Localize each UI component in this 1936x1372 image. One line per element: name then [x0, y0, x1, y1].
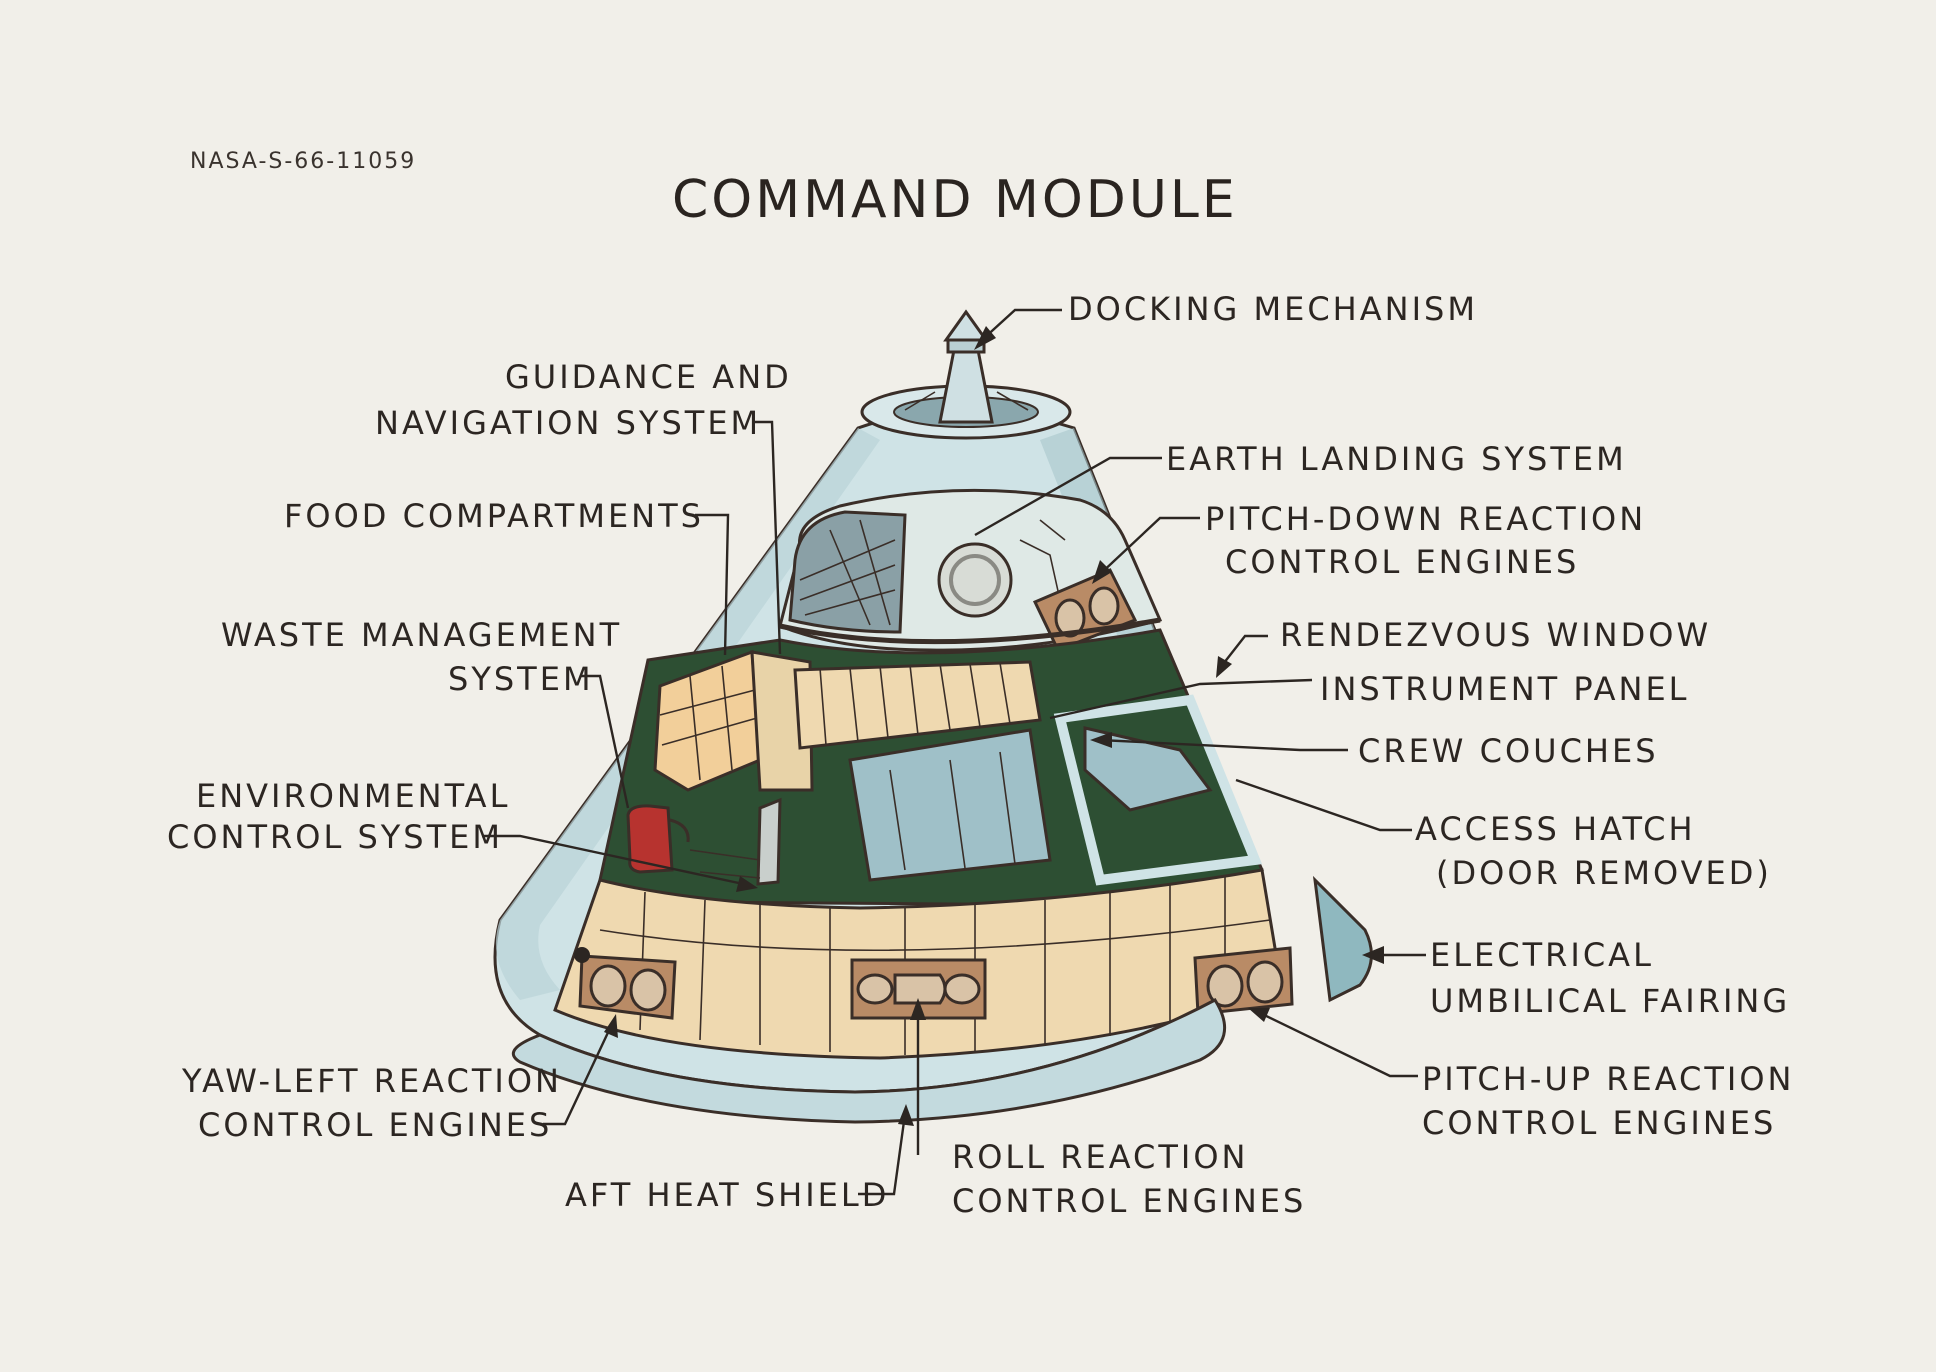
label-guidance-line2: NAVIGATION SYSTEM [375, 404, 761, 442]
label-access-hatch-line2: (DOOR REMOVED) [1436, 854, 1772, 892]
label-electrical-line1: ELECTRICAL [1430, 936, 1654, 974]
aft-heat-shield-shape [511, 998, 1227, 1124]
label-aft-heat-shield: AFT HEAT SHIELD [565, 1176, 889, 1214]
label-electrical-line2: UMBILICAL FAIRING [1430, 982, 1790, 1020]
label-docking-mechanism: DOCKING MECHANISM [1068, 290, 1478, 328]
roll-engine-housing [850, 958, 987, 1020]
label-food-compartments: FOOD COMPARTMENTS [284, 497, 704, 535]
label-guidance-line1: GUIDANCE AND [505, 358, 792, 396]
label-roll-line1: ROLL REACTION [952, 1138, 1248, 1176]
command-module-illustration [493, 309, 1373, 1124]
cm-hull-shade-left [495, 428, 880, 1000]
label-earth-landing-system: EARTH LANDING SYSTEM [1166, 440, 1627, 478]
pitch-up-engine-housing [1193, 946, 1294, 1016]
label-environmental-line1: ENVIRONMENTAL [196, 777, 510, 815]
label-pitch-down-line1: PITCH-DOWN REACTION [1205, 500, 1646, 538]
access-hatch-opening [1053, 694, 1263, 886]
label-pitch-down-line2: CONTROL ENGINES [1225, 543, 1579, 581]
umbilical-fairing-shape [1312, 875, 1373, 1003]
label-yaw-left-line2: CONTROL ENGINES [198, 1106, 552, 1144]
label-instrument-panel: INSTRUMENT PANEL [1320, 670, 1690, 708]
label-crew-couches: CREW COUCHES [1358, 732, 1659, 770]
label-rendezvous-window: RENDEZVOUS WINDOW [1280, 616, 1711, 654]
label-roll-line2: CONTROL ENGINES [952, 1182, 1306, 1220]
label-pitch-up-line1: PITCH-UP REACTION [1422, 1060, 1794, 1098]
label-access-hatch-line1: ACCESS HATCH [1415, 810, 1696, 848]
label-pitch-up-line2: CONTROL ENGINES [1422, 1104, 1776, 1142]
yaw-left-engine-housing [578, 954, 677, 1020]
ecs-equipment [626, 797, 782, 886]
label-yaw-left-line1: YAW-LEFT REACTION [181, 1062, 562, 1100]
crew-couches-shape [848, 726, 1213, 882]
label-environmental-line2: CONTROL SYSTEM [167, 818, 503, 856]
pitch-down-engine-housing [1032, 568, 1138, 652]
leader-lines [482, 308, 1426, 1196]
callout-labels: DOCKING MECHANISM GUIDANCE AND NAVIGATIO… [167, 290, 1794, 1220]
document-id: NASA-S-66-11059 [190, 149, 416, 174]
label-waste-line1: WASTE MANAGEMENT [221, 616, 622, 654]
equipment-bay [653, 649, 1042, 792]
label-waste-line2: SYSTEM [448, 660, 594, 698]
diagram-title: COMMAND MODULE [672, 170, 1238, 230]
